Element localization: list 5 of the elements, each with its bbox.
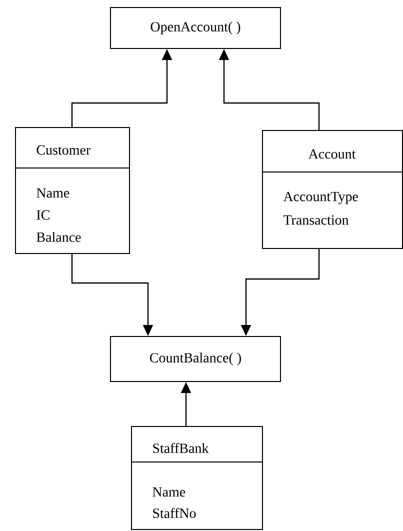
class-box: Account AccountType Transaction [262, 130, 403, 249]
class-box: StaffBank Name StaffNo [130, 426, 263, 530]
method-box: CountBalance( ) [110, 336, 281, 382]
class-box: Customer Name IC Balance [14, 127, 130, 254]
method-box: OpenAccount( ) [110, 7, 281, 49]
